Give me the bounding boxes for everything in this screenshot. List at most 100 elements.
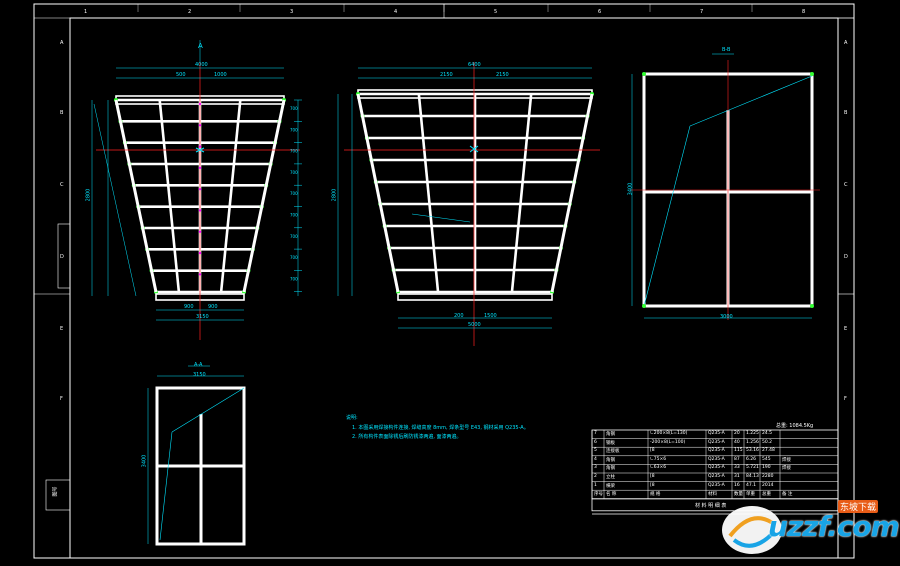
zone-label-left: A xyxy=(60,40,64,46)
bom-cell-qty: 87 xyxy=(734,456,740,462)
bom-header-cell: 总重 xyxy=(762,492,771,498)
zone-label-left: C xyxy=(60,182,64,188)
corner-node xyxy=(642,304,646,308)
bom-cell-name: 横梁 xyxy=(606,483,615,489)
view1-bottom-total: 3150 xyxy=(196,314,209,320)
bom-cell-spec: [8 xyxy=(650,474,655,479)
tick-marker xyxy=(198,188,202,191)
center-mark-icon xyxy=(469,145,479,153)
bom-cell-qty: 31 xyxy=(734,474,740,479)
bom-cell-unit: 84.13 xyxy=(746,474,759,479)
bom-cell-no: 7 xyxy=(594,431,597,436)
zone-label-right: D xyxy=(844,254,848,260)
dim-text-right: 700 xyxy=(290,170,298,175)
bill-of-materials-table xyxy=(591,429,839,515)
leader-line xyxy=(689,75,813,127)
view1-sub-dim-1: 500 xyxy=(176,72,186,78)
trapezoid-frame-view-2 xyxy=(337,62,600,346)
bom-header-cell: 备 注 xyxy=(782,492,793,498)
leader-line xyxy=(159,431,173,541)
zone-label-right: C xyxy=(844,182,848,188)
bom-cell-total: 2280 xyxy=(762,474,774,479)
zone-label-left: F xyxy=(60,396,63,402)
tick-marker xyxy=(198,209,202,212)
zone-label-top: 1 xyxy=(84,9,87,15)
inner-post xyxy=(219,99,242,293)
view4-width: 3150 xyxy=(193,372,206,378)
bom-cell-no: 2 xyxy=(594,474,597,479)
view2-bottom-dim-1: 200 xyxy=(454,313,464,319)
side-rail-right xyxy=(242,99,286,293)
dim-text-right: 700 xyxy=(290,127,298,132)
corner-node xyxy=(810,72,814,76)
tick-marker xyxy=(198,102,202,106)
leader-line xyxy=(411,213,471,223)
watermark-tag: 东坡下载 xyxy=(838,500,879,513)
notes-heading: 说明: xyxy=(346,415,358,421)
tick-marker xyxy=(198,124,202,127)
bom-cell-unit: 47.1 xyxy=(746,482,757,488)
view3-section-label: B-B xyxy=(722,47,731,53)
bom-cell-mat: Q235-A xyxy=(708,456,725,462)
tick-marker xyxy=(198,230,202,233)
zone-label-left: D xyxy=(60,254,64,260)
view1-section-label: A xyxy=(198,42,203,50)
bom-cell-spec: ∟63×6 xyxy=(650,465,667,471)
leader-line xyxy=(171,387,245,433)
view2-bottom-dim-2: 1500 xyxy=(484,313,497,319)
watermark-badge xyxy=(712,500,900,562)
view2-sub-dim-2: 2150 xyxy=(496,72,509,78)
bom-header-cell: 材料 xyxy=(708,492,717,498)
tick-marker xyxy=(198,251,202,255)
bom-title: 材 料 明 细 表 xyxy=(695,503,727,509)
inner-post xyxy=(158,99,181,293)
bom-cell-spec: [8 xyxy=(650,482,655,488)
view2-top-dim: 6400 xyxy=(468,62,481,68)
bom-cell-note: 焊接 xyxy=(782,466,791,472)
bom-cell-spec: [8 xyxy=(650,448,655,454)
bom-header-cell: 序号 xyxy=(594,492,603,498)
bom-cell-name: 角钢 xyxy=(606,432,615,437)
bom-cell-total: 50.2 xyxy=(762,439,773,445)
bom-cell-mat: Q235-A xyxy=(708,474,725,479)
zone-label-right: B xyxy=(844,110,848,116)
zone-label-top: 6 xyxy=(598,9,601,15)
watermark-logo-icon xyxy=(722,506,782,554)
rectangular-frame-view-3 xyxy=(630,53,820,320)
view4-section-label: A-A xyxy=(194,362,203,368)
bom-cell-name: 立柱 xyxy=(606,475,615,480)
bom-cell-qty: 115 xyxy=(734,448,743,454)
view1-bottom-dim-1: 900 xyxy=(184,304,194,310)
corner-node xyxy=(642,72,646,76)
bom-cell-name: 钢板 xyxy=(606,440,615,446)
dim-text-right: 700 xyxy=(290,106,298,111)
bottom-beam xyxy=(397,293,553,301)
bom-header-cell: 规 格 xyxy=(650,492,661,498)
bom-cell-mat: Q235-A xyxy=(708,439,725,445)
bom-cell-no: 1 xyxy=(594,482,597,488)
bom-cell-name: 连接板 xyxy=(606,449,620,455)
dim-text-right: 700 xyxy=(290,213,298,218)
zone-label-top: 8 xyxy=(802,9,805,15)
bom-cell-unit: 1.256 xyxy=(746,439,759,445)
bom-cell-total: 2014 xyxy=(762,482,774,488)
bom-cell-spec: ∟75×6 xyxy=(650,456,667,462)
view2-left-height: 2800 xyxy=(331,188,338,202)
bom-header-cell: 名 称 xyxy=(606,492,617,498)
bom-cell-spec: ∟200×8(L=130) xyxy=(650,431,688,436)
inner-post xyxy=(417,93,440,293)
side-rail-left xyxy=(114,99,158,293)
zone-label-top: 5 xyxy=(494,9,497,15)
dim-text-right: 700 xyxy=(290,234,298,239)
bom-cell-no: 6 xyxy=(594,439,597,445)
bom-cell-total: 27.48 xyxy=(762,448,775,454)
bom-cell-mat: Q235-A xyxy=(708,482,725,488)
bom-cell-name: 角钢 xyxy=(606,466,615,472)
bom-header-cell: 数量 xyxy=(734,492,743,498)
bom-cell-no: 4 xyxy=(594,456,597,462)
zone-label-left: B xyxy=(60,110,64,116)
notes-line-2: 2. 所有构件表面除锈后刷防锈漆两遍, 面漆两遍。 xyxy=(352,434,462,440)
dim-text-right: 700 xyxy=(290,255,298,260)
tick-marker xyxy=(198,273,202,276)
